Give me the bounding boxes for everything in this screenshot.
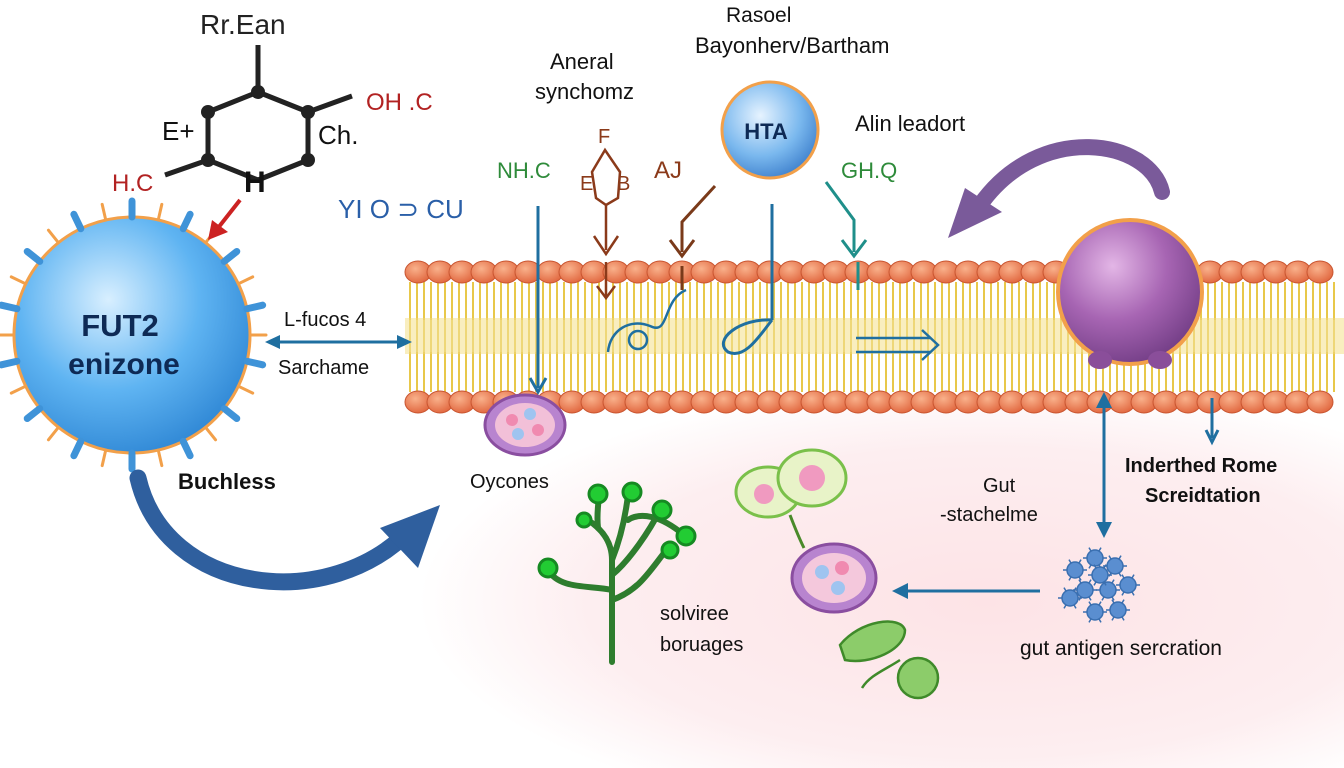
arrow-antigen-to-cells [892, 583, 1040, 599]
ghq-label: GH.Q [841, 158, 897, 183]
purple-bottom-cell [790, 542, 878, 614]
mol-h-label: H [244, 166, 266, 199]
fe-f-label: F [598, 126, 610, 148]
teal-arrow-3 [824, 181, 868, 290]
hta-cell [720, 80, 820, 180]
purple-receptor-cell [1056, 218, 1204, 369]
double-arrow-lfucose [265, 335, 412, 349]
membrane-glycan-squiggle [606, 288, 940, 361]
screidtation-label: Screidtation [1145, 485, 1261, 507]
double-arrow-gut [1096, 392, 1112, 538]
brown-diagonal-arrow [668, 184, 717, 290]
fut2-enzyme-cell [0, 197, 268, 473]
mol-ohc-label: OH .C [366, 89, 433, 116]
teal-arrow-2 [721, 204, 774, 355]
blue-curved-arrow [129, 469, 440, 591]
mol-title: Rr.Ean [200, 9, 286, 40]
boruages-label: boruages [660, 634, 743, 656]
mol-e-label: E+ [162, 116, 195, 146]
gut-antigen-label: gut antigen sercration [1020, 637, 1222, 660]
fut2-title: FUT2 [81, 308, 159, 343]
solviree-label: solviree [660, 603, 729, 625]
molecule-structure [164, 45, 353, 183]
sarchame-label: Sarchame [278, 357, 369, 379]
small-down-arrow [1204, 398, 1220, 446]
synchomz-label: synchomz [535, 79, 634, 104]
nhc-label: NH.C [497, 158, 551, 183]
stachelme-label: -stachelme [940, 504, 1038, 526]
molecule-atoms [201, 85, 315, 167]
purple-curved-arrow [948, 139, 1170, 238]
oycones-label: Oycones [470, 471, 549, 493]
fut2-subtitle: enizone [68, 348, 180, 381]
oycones-cell [483, 393, 567, 457]
buchless-label: Buchless [178, 469, 276, 494]
teal-arrow-1 [528, 206, 548, 396]
mol-blue-label: YI O ⊃ CU [338, 194, 464, 224]
alin-label: Alin leadort [855, 111, 965, 136]
aj-label: AJ [654, 157, 682, 184]
gut-label: Gut [983, 475, 1016, 497]
lfucose-label: L-fucos 4 [284, 309, 366, 331]
aneral-label: Aneral [550, 49, 614, 74]
green-tree-nodes [537, 481, 697, 579]
red-arrow [208, 198, 242, 240]
brown-glycan-structure [590, 147, 622, 301]
hta-label: HTA [744, 119, 788, 144]
gut-antigen-cluster [1058, 547, 1140, 623]
mol-ch-label: Ch. [318, 120, 358, 150]
green-leaf-cells [734, 448, 848, 549]
bayonherv-label: Bayonherv/Bartham [695, 33, 889, 58]
green-spotted-leaf [838, 620, 940, 700]
rasoel-label: Rasoel [726, 4, 791, 27]
fe-e-label: E [580, 173, 593, 195]
mol-hc-label: H.C [112, 170, 153, 197]
inderthed-label: Inderthed Rome [1125, 455, 1277, 477]
